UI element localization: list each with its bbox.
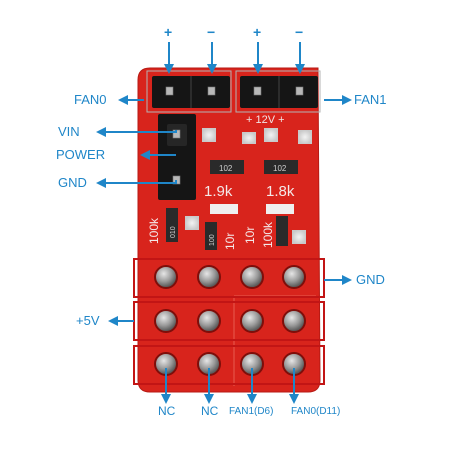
svg-text:010: 010 xyxy=(170,226,177,238)
fan1-outline xyxy=(235,70,321,113)
pin-row-gnd xyxy=(154,265,306,289)
smd-2 xyxy=(205,222,217,250)
svg-text:102: 102 xyxy=(219,164,233,173)
silk-r2: 1.8k xyxy=(266,183,295,200)
label-fan1: FAN1 xyxy=(354,92,387,107)
pin xyxy=(197,309,221,333)
label-power: POWER xyxy=(56,147,106,162)
pad-1 xyxy=(202,128,216,142)
pin xyxy=(282,265,306,289)
silk-voltage: + 12V + xyxy=(246,114,285,126)
arrow-gnd-left xyxy=(96,178,177,188)
label-nc-2: NC xyxy=(201,404,219,418)
polarity-plus-fan1: + xyxy=(253,24,262,40)
pad-6 xyxy=(292,230,306,244)
label-plus5v: +5V xyxy=(76,313,100,328)
callout-arrows xyxy=(96,42,352,404)
silk-r5: 10r xyxy=(243,227,257,244)
label-fan1-d6: FAN1(D6) xyxy=(229,406,274,417)
pad-3 xyxy=(298,130,312,144)
label-nc-1: NC xyxy=(158,404,176,418)
pin xyxy=(154,309,178,333)
polarity-minus-fan1: − xyxy=(295,24,304,40)
pad-5 xyxy=(185,216,199,230)
arrow-vin xyxy=(96,127,177,137)
smd-3 xyxy=(276,216,288,246)
label-vin: VIN xyxy=(58,124,80,139)
svg-text:102: 102 xyxy=(273,164,287,173)
fan0-outline xyxy=(146,70,232,113)
pin xyxy=(197,265,221,289)
silk-r4: 10r xyxy=(223,233,237,250)
label-fan0: FAN0 xyxy=(74,92,107,107)
pin xyxy=(282,309,306,333)
polarity-plus-fan0: + xyxy=(164,24,173,40)
pad-4 xyxy=(242,132,256,144)
pin-row-signals xyxy=(154,352,306,376)
silk-r1: 1.9k xyxy=(204,183,233,200)
label-fan0-d11: FAN0(D11) xyxy=(291,406,341,417)
pin xyxy=(240,265,264,289)
svg-text:100: 100 xyxy=(209,234,216,246)
cap-102-a xyxy=(210,160,244,174)
label-gnd-left: GND xyxy=(58,175,87,190)
pin xyxy=(240,309,264,333)
polarity-minus-fan0: − xyxy=(207,24,216,40)
signal-row-box xyxy=(133,345,325,385)
smd-1 xyxy=(166,208,178,242)
fan-header-pins xyxy=(165,86,304,96)
gnd-row-box xyxy=(133,258,325,298)
pin xyxy=(154,265,178,289)
pad-2 xyxy=(264,128,278,142)
cap-102-b xyxy=(264,160,298,174)
silk-r3: 100k xyxy=(147,217,161,244)
pin-grid xyxy=(154,265,306,376)
silk-r6: 100k xyxy=(261,221,275,248)
pin-row-5v xyxy=(154,309,306,333)
label-gnd-right: GND xyxy=(356,272,385,287)
